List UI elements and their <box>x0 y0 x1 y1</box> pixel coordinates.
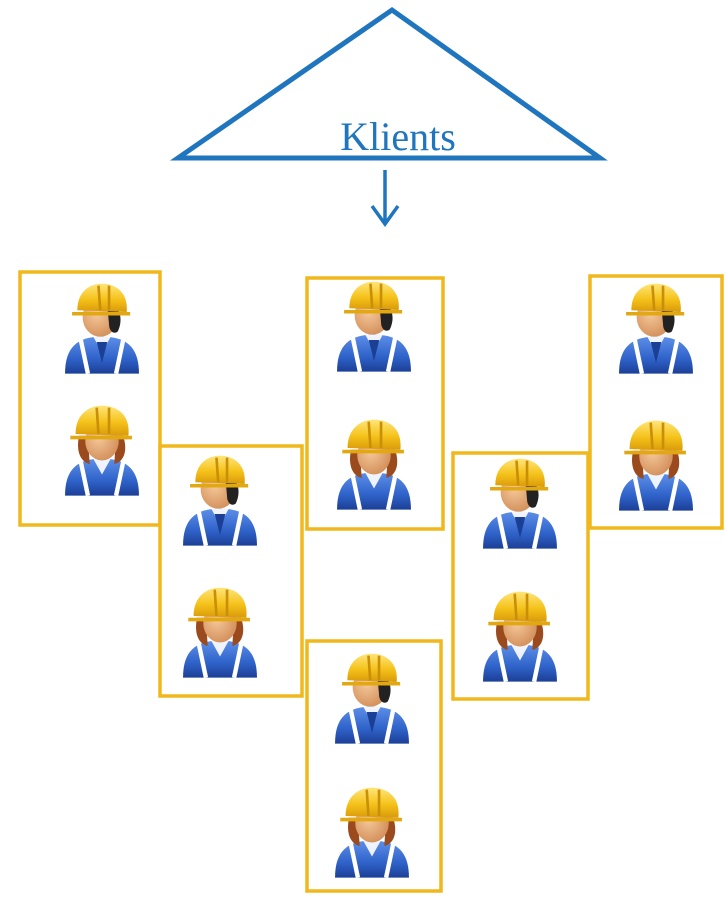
worker-group-2 <box>158 444 304 698</box>
worker-group-5 <box>451 451 590 701</box>
down-arrow-icon <box>370 170 400 227</box>
worker-group-3 <box>305 276 445 531</box>
worker-group-1 <box>18 270 162 527</box>
klients-triangle: Klients <box>169 6 608 161</box>
klients-label: Klients <box>340 114 456 159</box>
worker-group-6 <box>588 274 724 530</box>
worker-group-4 <box>305 639 443 893</box>
